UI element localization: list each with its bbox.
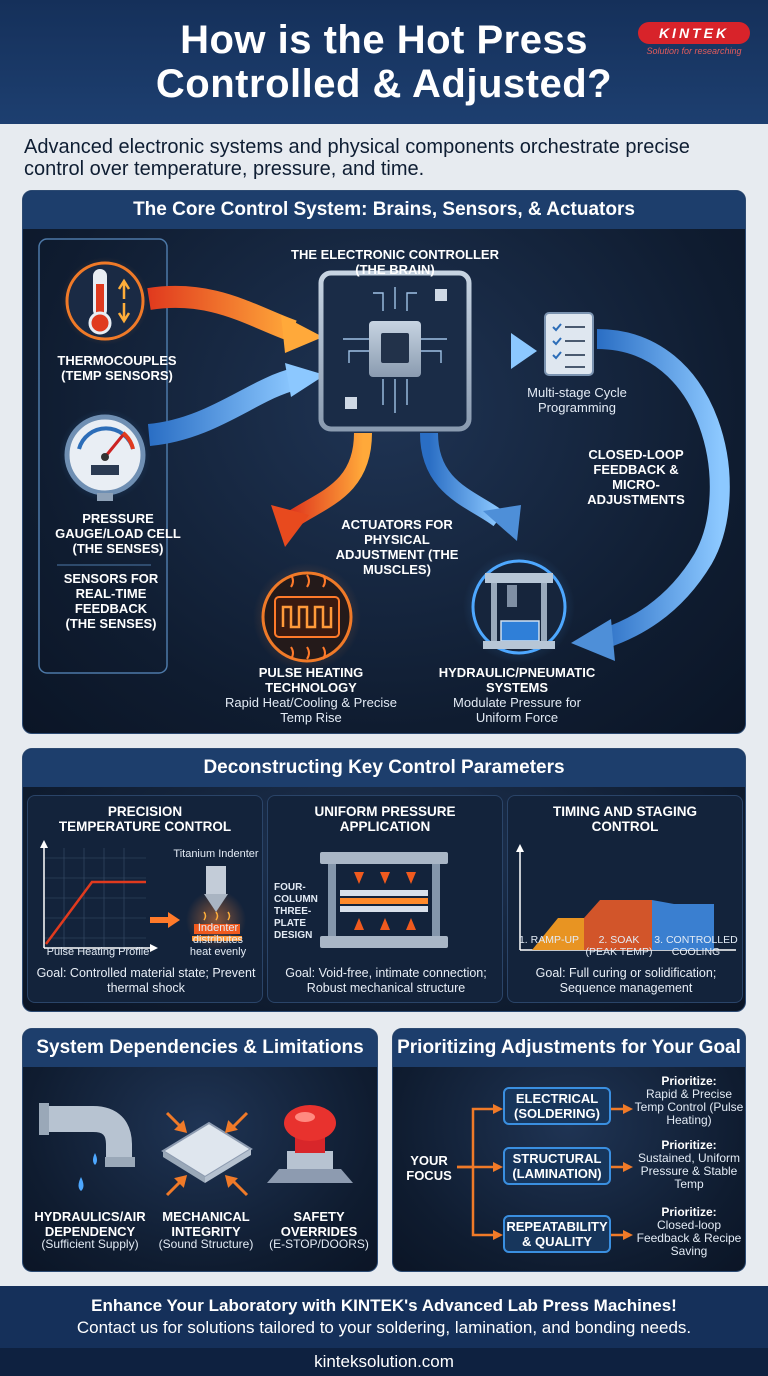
header: How is the Hot Press Controlled & Adjust… xyxy=(0,0,768,124)
controller-label: THE ELECTRONIC CONTROLLER (THE BRAIN) xyxy=(291,247,499,277)
hydraulic-label: HYDRAULIC/PNEUMATIC SYSTEMS xyxy=(438,665,596,695)
pressure-arrow-head xyxy=(285,363,325,397)
closed-loop-arrow xyxy=(596,329,730,649)
pressure-gauge-icon xyxy=(59,409,151,501)
emergency-stop-icon xyxy=(267,1105,353,1183)
parameters-panel: Deconstructing Key Control Parameters PR… xyxy=(22,748,746,1012)
hydraulic-press-icon xyxy=(463,551,575,663)
core-panel-title: The Core Control System: Brains, Sensors… xyxy=(23,191,745,229)
pressure-label: PRESSURE GAUGE/LOAD CELL (THE SENSES) xyxy=(55,511,181,556)
mechanical-sub: (Sound Structure) xyxy=(158,1237,254,1251)
four-column-label: FOUR-COLUMN THREE-PLATE DESIGN xyxy=(274,882,318,941)
pipe-leak-icon xyxy=(39,1103,135,1191)
stage-ramp-up: 1. RAMP-UP xyxy=(518,934,580,946)
hydraulics-sub: (Sufficient Supply) xyxy=(41,1237,139,1251)
footer-subline: Contact us for solutions tailored to you… xyxy=(76,1318,692,1337)
ramp-up-area xyxy=(532,918,584,950)
indenter-icon xyxy=(186,866,246,950)
footer: Enhance Your Laboratory with KINTEK's Ad… xyxy=(0,1286,768,1376)
prioritizing-diagram xyxy=(457,1104,633,1240)
hydraulic-flow-arrow xyxy=(420,432,505,527)
pressure-arrows xyxy=(354,872,416,930)
thermometer-icon xyxy=(61,257,149,345)
temp-flow-arrow xyxy=(147,285,297,342)
page-title: How is the Hot Press Controlled & Adjust… xyxy=(155,18,613,106)
focus-structural[interactable]: STRUCTURAL (LAMINATION) xyxy=(503,1147,611,1185)
timing-goal: Goal: Full curing or solidification; Seq… xyxy=(535,966,717,995)
safety-sub: (E-STOP/DOORS) xyxy=(269,1237,369,1251)
pulse-heating-icon xyxy=(253,563,361,671)
chart-axes xyxy=(43,846,154,949)
mechanical-label: MECHANICAL INTEGRITY xyxy=(162,1209,250,1239)
safety-label: SAFETY OVERRIDES xyxy=(280,1209,358,1239)
press-frame-diagram xyxy=(320,852,448,948)
prioritize-head-3: Prioritize: xyxy=(661,1205,717,1219)
pressure-card-title: UNIFORM PRESSURE APPLICATION xyxy=(314,804,456,834)
prioritizing-panel: Prioritizing Adjustments for Your Goal Y… xyxy=(392,1028,746,1272)
your-focus-label: YOUR FOCUS xyxy=(406,1153,452,1183)
hydraulics-label: HYDRAULICS/AIR DEPENDENCY xyxy=(34,1209,146,1239)
website-link[interactable]: kinteksolution.com xyxy=(0,1348,768,1376)
dependencies-icons xyxy=(39,1103,353,1197)
pressure-goal: Goal: Void-free, intimate connection; Ro… xyxy=(285,966,487,995)
checklist-icon xyxy=(544,312,594,376)
parameters-title: Deconstructing Key Control Parameters xyxy=(23,749,745,787)
timing-card-title: TIMING AND STAGING CONTROL xyxy=(553,804,697,834)
prioritize-text-3: Closed-loop Feedback & Recipe Saving xyxy=(636,1218,742,1258)
timing-card: TIMING AND STAGING CONTROL 1. RAMP-UP 2.… xyxy=(507,795,743,1003)
logo-tagline: Solution for researching xyxy=(646,46,742,56)
thermocouples-label: THERMOCOUPLES (TEMP SENSORS) xyxy=(57,353,177,383)
heating-flow-arrow xyxy=(288,432,372,527)
temperature-goal: Goal: Controlled material state; Prevent… xyxy=(36,966,256,995)
pressure-flow-arrow xyxy=(147,368,298,446)
temperature-card-title: PRECISION TEMPERATURE CONTROL xyxy=(58,804,232,834)
focus-connectors xyxy=(457,1107,625,1237)
pulse-heating-desc: Rapid Heat/Cooling & Precise Temp Rise xyxy=(225,695,397,725)
stage-soak: 2. SOAK (PEAK TEMP) xyxy=(585,934,653,958)
focus-repeatability[interactable]: REPEATABILITY & QUALITY xyxy=(503,1215,611,1253)
cooling-area xyxy=(652,900,714,950)
soak-area xyxy=(584,900,652,950)
focus-electrical[interactable]: ELECTRICAL (SOLDERING) xyxy=(503,1087,611,1125)
pulse-profile-label: Pulse Heating Profile xyxy=(46,946,150,958)
temperature-diagram xyxy=(40,840,246,952)
programming-label: Multi-stage Cycle Programming xyxy=(527,385,627,415)
hydraulic-desc: Modulate Pressure for Uniform Force xyxy=(453,695,581,725)
prioritize-head-1: Prioritize: xyxy=(661,1074,717,1088)
dependencies-panel: System Dependencies & Limitations xyxy=(22,1028,378,1272)
controller-chip-icon xyxy=(318,270,472,432)
closed-loop-arrow-head xyxy=(571,619,615,661)
pulse-profile-line xyxy=(44,880,146,945)
logo-badge: KINTEK xyxy=(638,22,750,44)
dependencies-title: System Dependencies & Limitations xyxy=(23,1029,377,1067)
indenter-label: Titanium Indenter xyxy=(173,848,259,860)
prioritize-text-2: Sustained, Uniform Pressure & Stable Tem… xyxy=(637,1151,741,1191)
stage-cooling: 3. CONTROLLED COOLING xyxy=(654,934,738,958)
prioritize-head-2: Prioritize: xyxy=(661,1138,717,1152)
sensors-frame xyxy=(38,238,168,674)
indenter-note: Indenter distributes heat evenly xyxy=(189,922,247,958)
closed-loop-label: CLOSED-LOOP FEEDBACK & MICRO-ADJUSTMENTS xyxy=(587,447,685,507)
pulse-heating-label: PULSE HEATING TECHNOLOGY xyxy=(258,665,364,695)
pressure-card: UNIFORM PRESSURE APPLICATION FOUR-COLUMN… xyxy=(267,795,503,1003)
actuators-label: ACTUATORS FOR PHYSICAL ADJUSTMENT (THE M… xyxy=(335,517,459,577)
sensors-feedback-label: SENSORS FOR REAL-TIME FEEDBACK (THE SENS… xyxy=(63,571,159,631)
footer-headline: Enhance Your Laboratory with KINTEK's Ad… xyxy=(91,1296,677,1315)
core-control-panel: The Core Control System: Brains, Sensors… xyxy=(22,190,746,734)
temperature-card: PRECISION TEMPERATURE CONTROL Titanium I… xyxy=(27,795,263,1003)
prioritize-text-1: Rapid & Precise Temp Control (Pulse Heat… xyxy=(634,1087,744,1127)
mechanical-integrity-icon xyxy=(161,1111,253,1197)
temp-arrow-head xyxy=(281,315,323,353)
prioritizing-title: Prioritizing Adjustments for Your Goal xyxy=(393,1029,745,1067)
core-diagram xyxy=(38,238,730,674)
staging-chart xyxy=(516,844,736,951)
kintek-logo[interactable]: KINTEK Solution for researching xyxy=(630,22,758,62)
intro-text: Advanced electronic systems and physical… xyxy=(24,136,690,180)
